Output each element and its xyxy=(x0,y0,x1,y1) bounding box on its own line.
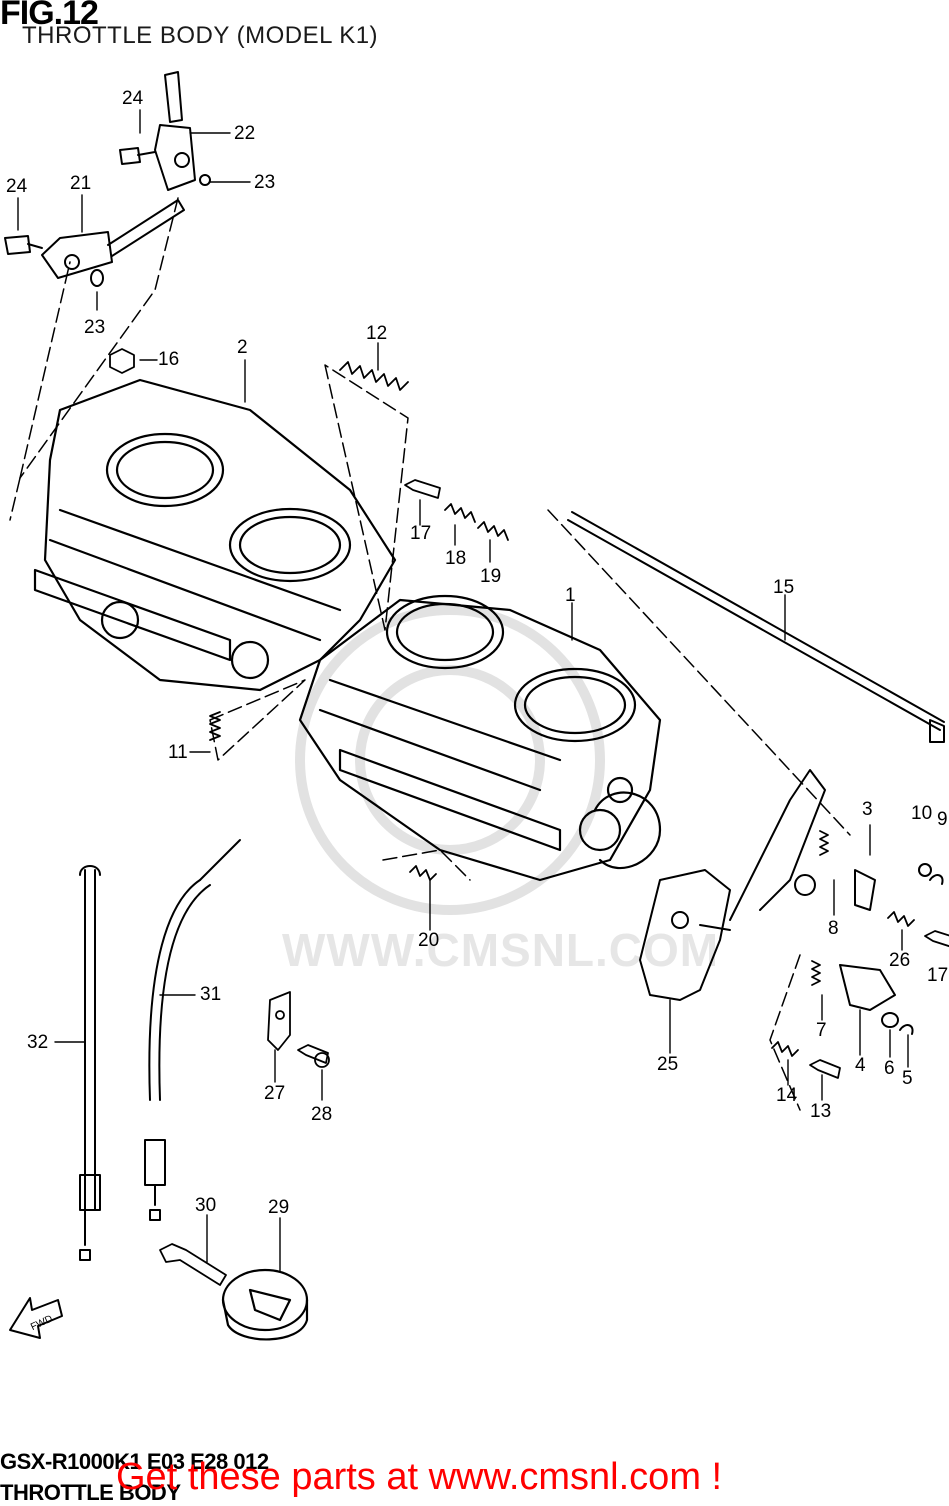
callout-16: 16 xyxy=(158,349,180,370)
callout-32: 32 xyxy=(27,1032,49,1053)
callout-23-upper: 23 xyxy=(254,172,276,193)
callout-leaders xyxy=(17,109,909,1273)
throttle-sensor-upper xyxy=(119,71,211,191)
throttle-cables xyxy=(79,839,241,1261)
callout-17-middle: 17 xyxy=(410,523,432,544)
callout-2: 2 xyxy=(237,337,248,358)
callout-19: 19 xyxy=(480,566,502,587)
throttle-body-front-pair xyxy=(298,594,662,882)
callout-1: 1 xyxy=(565,585,576,606)
callout-12: 12 xyxy=(366,323,388,344)
callout-26: 26 xyxy=(889,950,911,971)
callout-14: 14 xyxy=(776,1085,798,1106)
forward-arrow-label: FWD xyxy=(29,1313,54,1333)
throttle-shaft xyxy=(567,511,945,743)
callout-8: 8 xyxy=(828,918,839,939)
callout-23-lower: 23 xyxy=(84,317,106,338)
callout-31: 31 xyxy=(200,984,222,1005)
callout-22: 22 xyxy=(234,123,256,144)
callout-15: 15 xyxy=(773,577,795,598)
figure-subtitle: THROTTLE BODY (MODEL K1) xyxy=(22,22,379,49)
callout-28: 28 xyxy=(311,1104,333,1125)
forward-arrow: FWD xyxy=(9,1297,63,1339)
watermark-text: WWW.CMSNL.COM xyxy=(282,924,720,976)
callout-13: 13 xyxy=(810,1101,832,1122)
callout-20: 20 xyxy=(418,930,440,951)
callout-17-right: 17 xyxy=(927,965,949,986)
callout-25: 25 xyxy=(657,1054,679,1075)
callout-30: 30 xyxy=(195,1195,217,1216)
throttle-sensor-lower xyxy=(4,199,185,287)
callout-24-lower: 24 xyxy=(6,176,28,197)
callout-7: 7 xyxy=(816,1020,827,1041)
watermark-logo xyxy=(295,605,605,915)
springs xyxy=(209,361,915,1057)
callout-29: 29 xyxy=(268,1197,290,1218)
callout-4: 4 xyxy=(855,1055,866,1076)
figure-title: FIG.12 xyxy=(0,0,99,32)
promo-link[interactable]: Get these parts at www.cmsnl.com ! xyxy=(116,1456,723,1498)
callout-3: 3 xyxy=(862,799,873,820)
callout-11: 11 xyxy=(168,742,188,763)
idle-adjuster-knob xyxy=(221,1268,309,1341)
callout-5: 5 xyxy=(902,1068,913,1089)
callout-21: 21 xyxy=(70,173,92,194)
callout-24-upper: 24 xyxy=(122,88,144,109)
callout-10: 10 xyxy=(911,803,933,824)
callout-27: 27 xyxy=(264,1083,286,1104)
throttle-linkage xyxy=(639,769,944,1035)
throttle-body-rear-pair xyxy=(33,378,397,692)
callout-6: 6 xyxy=(884,1058,895,1079)
diagram-code: GSX-R1000K1 E03 E28 012 xyxy=(0,1449,269,1474)
callout-18: 18 xyxy=(445,548,467,569)
screws xyxy=(109,348,949,1286)
callout-9: 9 xyxy=(937,809,948,830)
cable-bracket xyxy=(267,991,291,1051)
